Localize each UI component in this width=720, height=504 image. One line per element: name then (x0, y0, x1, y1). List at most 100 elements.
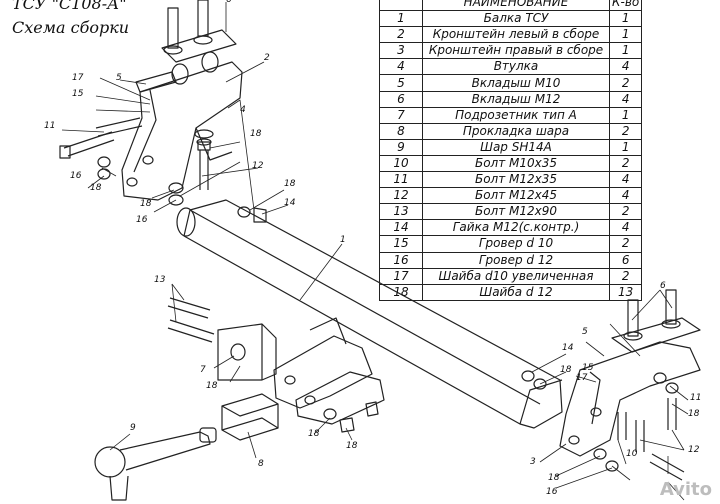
table-cell-num: 12 (379, 187, 423, 205)
ball-spacers (221, 393, 279, 441)
callout-16b: 16 (136, 215, 148, 225)
table-cell-name: Вкладыш М10 (422, 74, 610, 92)
table-cell-name: Подрозетник тип А (422, 106, 610, 124)
table-cell-num: 6 (379, 90, 423, 108)
table-cell-name: Втулка (422, 58, 610, 76)
table-cell-qty: 1 (608, 138, 643, 156)
table-cell-name: Шар SH14A (422, 138, 610, 156)
callout-5a: 5 (116, 73, 122, 83)
callout-17b: 17 (576, 373, 588, 383)
table-cell-num: 7 (379, 106, 423, 124)
main-beam (176, 199, 563, 429)
avito-watermark: Avito (659, 479, 712, 500)
table-cell-num: 1 (379, 10, 423, 28)
callout-9: 9 (130, 423, 136, 433)
leader-lines (61, 2, 689, 501)
table-header-name: НАИМЕНОВАНИЕ (422, 0, 610, 12)
callout-18c: 18 (140, 199, 152, 209)
table-cell-qty: 2 (608, 203, 643, 221)
table-cell-qty: 2 (608, 74, 643, 92)
callout-4: 4 (240, 105, 246, 115)
table-cell-name: Болт М12х90 (422, 203, 610, 221)
callout-18h: 18 (688, 409, 700, 419)
table-cell-name: Болт М12х35 (422, 171, 610, 189)
callout-12b: 12 (688, 445, 700, 455)
tow-ball (94, 427, 217, 501)
table-header-row: НАИМЕНОВАНИЕ К-во (379, 0, 643, 12)
callout-16a: 16 (70, 171, 82, 181)
callout-14b: 14 (562, 343, 574, 353)
table-cell-name: Балка ТСУ (422, 10, 610, 28)
table-cell-name: Гровер d 10 (422, 235, 610, 253)
table-cell-num: 9 (379, 138, 423, 156)
callout-18e: 18 (308, 429, 320, 439)
table-cell-qty: 2 (608, 154, 643, 173)
table-cell-name: Шайба d10 увеличенная (422, 267, 610, 285)
callout-2a: 2 (264, 53, 270, 63)
table-cell-name: Вкладыш М12 (422, 90, 610, 108)
callout-15b: 15 (582, 363, 594, 373)
callout-18f: 18 (346, 441, 358, 451)
table-cell-qty: 2 (608, 267, 643, 285)
table-cell-num: 3 (379, 42, 423, 60)
right-bracket (559, 341, 701, 457)
center-plates (273, 317, 385, 425)
callout-11b: 11 (690, 393, 701, 403)
table-cell-num: 13 (379, 203, 423, 221)
table-header-num (379, 0, 423, 12)
callout-13: 13 (154, 275, 166, 285)
left-insert (135, 71, 177, 93)
callout-11a: 11 (44, 121, 55, 131)
right-top-plate (611, 289, 701, 353)
callout-18j: 18 (90, 183, 102, 193)
left-top-plate (161, 0, 237, 85)
table-cell-qty: 1 (608, 26, 643, 44)
callout-16c: 16 (546, 487, 558, 497)
table-cell-qty: 4 (608, 171, 643, 189)
table-cell-num: 8 (379, 122, 423, 140)
callout-10: 10 (626, 449, 638, 459)
table-header-qty: К-во (608, 0, 643, 12)
callout-18b: 18 (284, 179, 296, 189)
table-cell-num: 16 (379, 251, 423, 269)
table-cell-name: Болт М10х35 (422, 154, 610, 173)
callout-6a: 6 (226, 0, 232, 5)
table-cell-qty: 4 (608, 219, 643, 237)
table-cell-qty: 13 (608, 283, 643, 301)
table-cell-name: Гровер d 12 (422, 251, 610, 269)
table-cell-qty: 1 (608, 42, 643, 60)
callout-5b: 5 (582, 327, 588, 337)
table-cell-num: 4 (379, 58, 423, 76)
table-cell-qty: 4 (608, 90, 643, 108)
diagram-title: ТСУ "С108-А" (12, 0, 127, 13)
callout-8: 8 (258, 459, 264, 469)
diagram-subtitle: Схема сборки (12, 18, 130, 37)
socket-plate (217, 323, 277, 381)
table-cell-qty: 1 (608, 106, 643, 124)
table-cell-name: Болт М12х45 (422, 187, 610, 205)
callout-18g: 18 (560, 365, 572, 375)
callout-1: 1 (340, 235, 346, 245)
table-cell-qty: 6 (608, 251, 643, 269)
washers (97, 129, 679, 472)
callout-17a: 17 (72, 73, 84, 83)
table-cell-num: 2 (379, 26, 423, 44)
table-cell-qty: 4 (608, 58, 643, 76)
table-cell-name: Кронштейн левый в сборе (422, 26, 610, 44)
